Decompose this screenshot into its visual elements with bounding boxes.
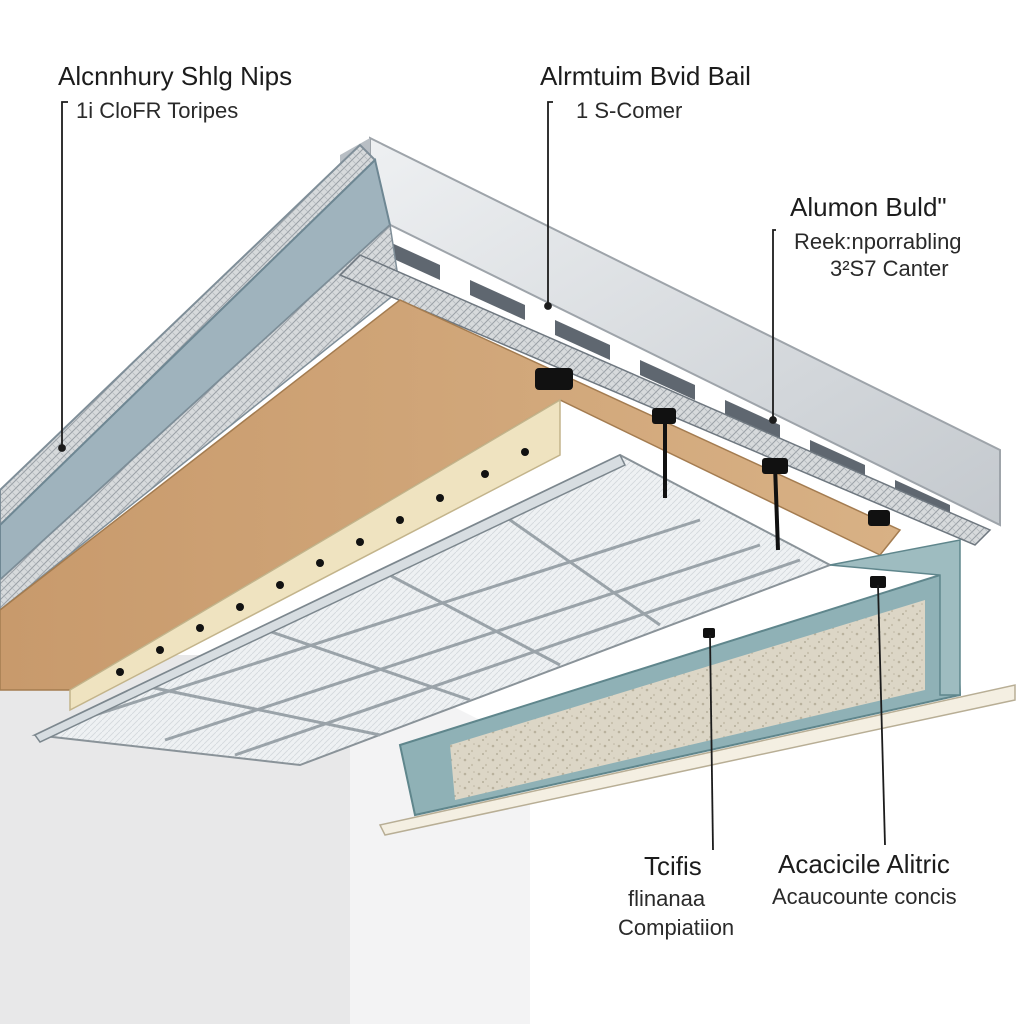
- vent-slot-icon: [640, 360, 695, 400]
- label-right-line1: Reek:nporrabling: [794, 228, 962, 254]
- perforation-hole-icon: [276, 581, 284, 589]
- label-bottom-right-title: Acacicile Alitric: [778, 849, 950, 879]
- label-bottom-right-line1: Acaucounte concis: [772, 883, 957, 909]
- label-right: Alumon Buld" Reek:nporrabling 3²S7 Cante…: [790, 192, 962, 282]
- hanger-wires: [663, 420, 780, 551]
- leader-top-left: [61, 101, 68, 448]
- anchor-clip-icon: [868, 510, 890, 526]
- label-bottom-center-title: Tcifis: [644, 851, 702, 881]
- perforation-hole-icon: [156, 646, 164, 654]
- anchor-clips: [535, 368, 890, 638]
- osb-deck: [0, 299, 902, 691]
- label-bottom-center-line1: flinanaa: [628, 885, 706, 911]
- label-top-left: Alcnnhury Shlg Nips 1i ClоFR Toripes: [58, 61, 293, 123]
- perforation-hole-icon: [316, 559, 324, 567]
- label-bottom-center: Tcifis flinanaa Compiatiion: [618, 851, 735, 941]
- label-top-center: Alrmtuim Bvid Bail 1 S-Comer: [540, 61, 751, 123]
- anchor-clip-icon: [870, 576, 886, 588]
- ceiling-grid-lines: [94, 511, 801, 757]
- leader-lines: [58, 101, 886, 851]
- label-bottom-center-line2: Compiatiion: [618, 915, 735, 941]
- bottom-ledge: [378, 684, 1016, 836]
- label-top-left-line1: 1i ClоFR Toripes: [76, 97, 239, 123]
- perforation-hole-icon: [196, 624, 204, 632]
- perforation-row: [116, 448, 529, 676]
- perforation-hole-icon: [521, 448, 529, 456]
- vent-slot-icon: [725, 400, 780, 440]
- perforation-hole-icon: [481, 470, 489, 478]
- perforation-hole-icon: [396, 516, 404, 524]
- acoustic-insulation: [450, 600, 925, 800]
- cream-rail: [69, 398, 561, 712]
- ceiling-edge-trim: [33, 454, 627, 743]
- label-bottom-right: Acacicile Alitric Acaucounte concis: [772, 849, 957, 909]
- perforation-hole-icon: [116, 668, 124, 676]
- anchor-clip-icon: [535, 368, 573, 390]
- vent-slot-icon: [385, 240, 440, 280]
- vent-slot-icon: [470, 280, 525, 320]
- leader-bottom-center: [709, 634, 714, 851]
- leader-top-center: [547, 101, 553, 306]
- anchor-clip-icon: [652, 408, 676, 424]
- leader-right: [772, 229, 776, 420]
- leader-bottom-right: [877, 584, 886, 846]
- label-top-left-title: Alcnnhury Shlg Nips: [58, 61, 293, 91]
- perforation-hole-icon: [236, 603, 244, 611]
- anchor-clip-icon: [762, 458, 788, 474]
- label-top-center-line1: 1 S-Comer: [576, 97, 683, 123]
- vent-slot-icon: [555, 320, 610, 360]
- label-top-center-title: Alrmtuim Bvid Bail: [540, 61, 751, 91]
- perforation-hole-icon: [436, 494, 444, 502]
- mesh-rail: [338, 254, 992, 546]
- label-right-title: Alumon Buld": [790, 192, 947, 222]
- perforation-hole-icon: [356, 538, 364, 546]
- anchor-clip-icon: [703, 628, 715, 638]
- label-right-line2: 3²S7 Canter: [830, 256, 949, 282]
- right-column: [829, 539, 961, 696]
